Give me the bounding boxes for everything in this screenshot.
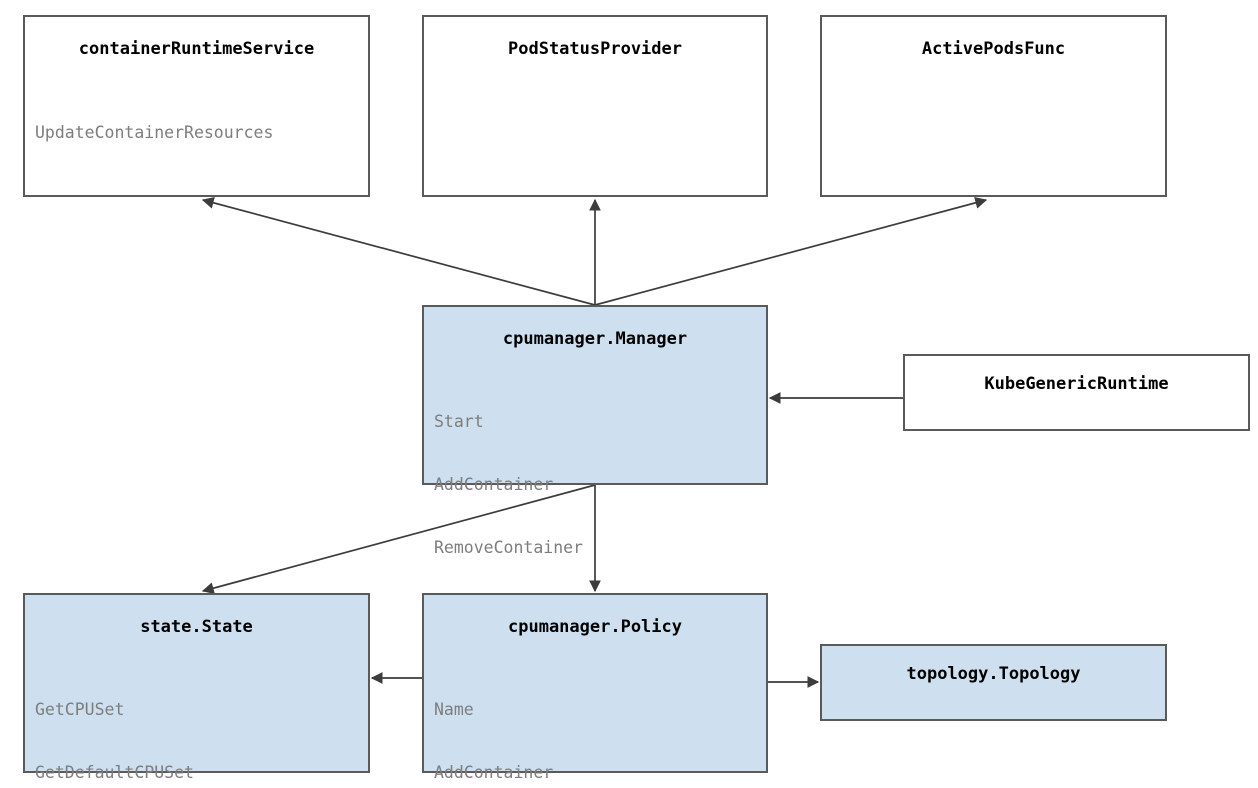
- node-method-list: UpdateContainerResources: [35, 80, 368, 185]
- node-topology-topology[interactable]: topology.Topology: [820, 644, 1167, 721]
- node-activepodsfunc[interactable]: ActivePodsFunc: [820, 15, 1167, 197]
- node-method: Start: [434, 412, 484, 431]
- node-title: PodStatusProvider: [508, 39, 682, 59]
- node-cpumanager-policy[interactable]: cpumanager.Policy Name AddContainer Remo…: [422, 593, 768, 782]
- node-method-list: GetCPUSet GetDefaultCPUSet SetCPUSet Set…: [35, 657, 368, 788]
- node-method: RemoveContainer: [434, 538, 584, 557]
- node-method: GetCPUSet: [35, 700, 125, 719]
- node-method: GetDefaultCPUSet: [35, 763, 194, 782]
- node-method: Name: [434, 700, 474, 719]
- node-method: AddContainer: [434, 763, 554, 782]
- node-title: containerRuntimeService: [78, 39, 315, 59]
- node-containerruntimeservice[interactable]: containerRuntimeService UpdateContainerR…: [23, 15, 370, 197]
- node-title: cpumanager.Manager: [502, 329, 688, 349]
- edge-manager-to-activepodsfunc: [594, 197, 988, 306]
- node-method: UpdateContainerResources: [35, 123, 274, 142]
- node-kubegenericruntime[interactable]: KubeGenericRuntime: [903, 354, 1250, 431]
- node-title: state.State: [140, 617, 253, 637]
- node-podstatusprovider[interactable]: PodStatusProvider: [422, 15, 768, 197]
- node-state-state[interactable]: state.State GetCPUSet GetDefaultCPUSet S…: [23, 593, 370, 782]
- node-cpumanager-manager[interactable]: cpumanager.Manager Start AddContainer Re…: [422, 305, 768, 620]
- node-title: ActivePodsFunc: [921, 39, 1066, 59]
- node-title: topology.Topology: [906, 664, 1081, 684]
- node-method-list: Name AddContainer RemoveContainer: [434, 657, 766, 788]
- node-title: KubeGenericRuntime: [984, 374, 1169, 394]
- node-method: AddContainer: [434, 475, 554, 494]
- edge-manager-to-containerruntimeservice: [201, 197, 596, 306]
- node-title: cpumanager.Policy: [508, 617, 682, 637]
